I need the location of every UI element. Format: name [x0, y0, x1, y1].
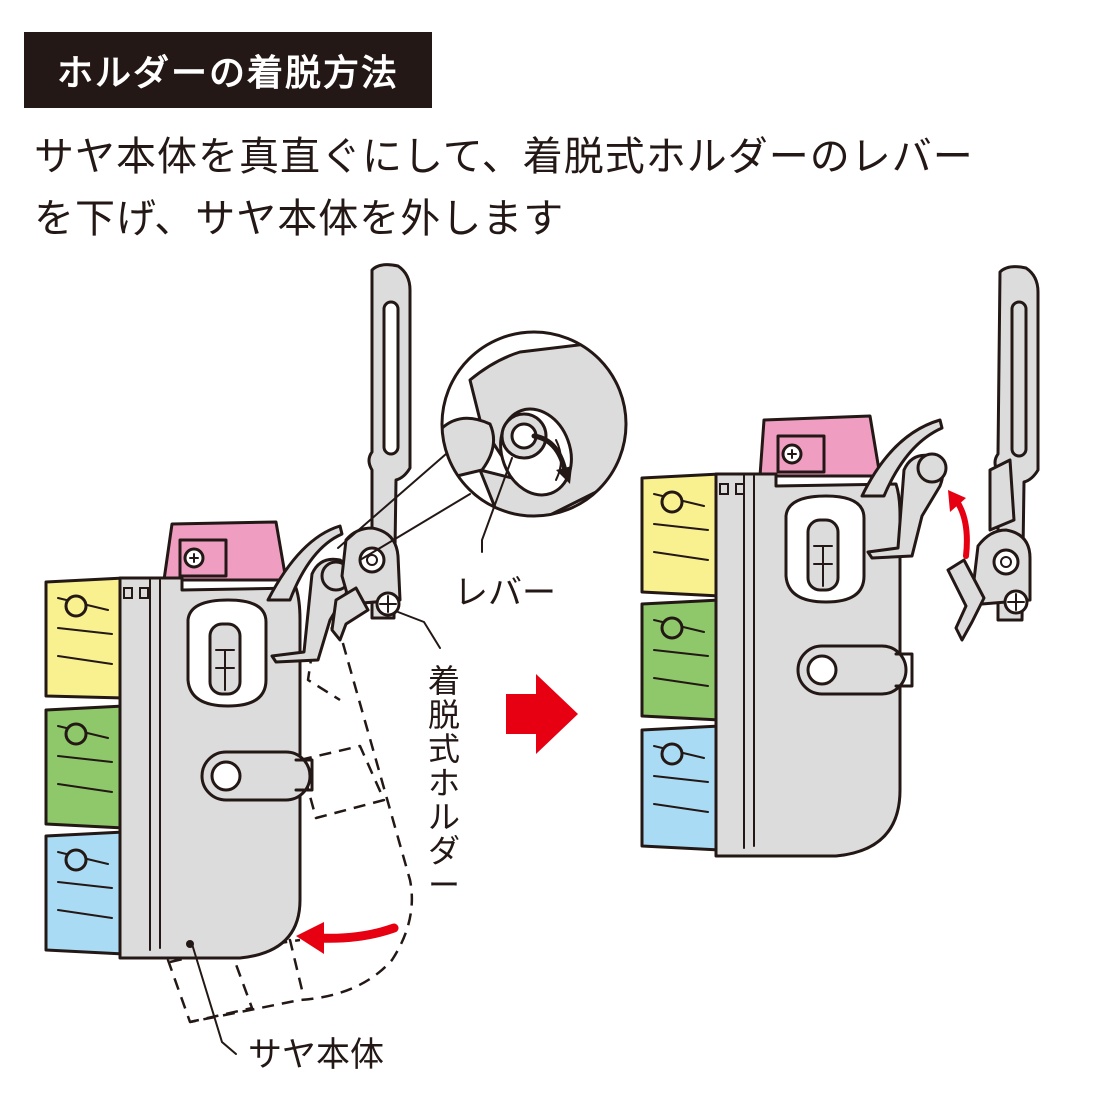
cap-pink — [758, 414, 882, 478]
instruction-line-2: を下げ、サヤ本体を外します — [34, 196, 565, 242]
lever-label: レバー — [454, 573, 556, 613]
cap-blue — [640, 724, 722, 852]
zoom-callout-lines — [337, 453, 471, 561]
body-label: サヤ本体 — [248, 1035, 384, 1075]
belt-holder — [330, 263, 412, 642]
sheath-body — [118, 576, 314, 960]
direction-arrow-icon — [506, 674, 578, 754]
cap-yellow — [640, 472, 722, 598]
holder-label: 着 脱 式 ホ ル ダ ー — [428, 662, 460, 904]
lever-leader-line — [481, 457, 513, 553]
tilt-arrow-icon — [313, 923, 399, 943]
belt-holder — [946, 265, 1040, 642]
holder-label-char: ダ — [428, 832, 460, 870]
holder-label-char: ル — [428, 798, 460, 836]
lift-arrow-icon — [953, 497, 970, 559]
holder-label-char: 脱 — [428, 696, 460, 734]
heading-bar: ホルダーの着脱方法 — [24, 32, 432, 108]
zoom-detail — [440, 330, 628, 518]
cap-green — [640, 598, 722, 722]
cap-pink — [162, 520, 288, 582]
right-illustration — [640, 265, 1040, 858]
cap-blue — [44, 830, 126, 956]
holder-label-char: ホ — [428, 764, 460, 802]
heading-text: ホルダーの着脱方法 — [56, 53, 399, 94]
holder-label-char: 着 — [428, 662, 460, 700]
holder-label-char: 式 — [428, 730, 460, 768]
cap-green — [44, 704, 126, 830]
holder-leader-line — [397, 611, 441, 649]
instruction-line-1: サヤ本体を真直ぐにして、着脱式ホルダーのレバー — [34, 134, 974, 180]
holder-label-char: ー — [428, 866, 460, 904]
cap-yellow — [44, 576, 126, 700]
holder-clip — [860, 418, 948, 560]
left-illustration — [44, 263, 628, 1055]
body-leader-line — [191, 943, 237, 1055]
sheath-body — [714, 472, 914, 858]
